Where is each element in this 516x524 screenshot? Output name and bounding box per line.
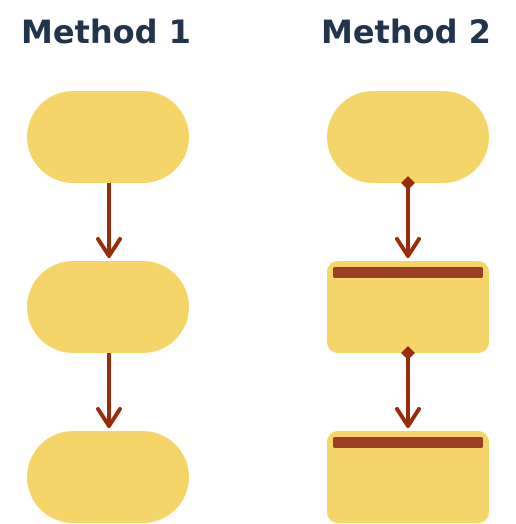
diamond-tail-icon (401, 176, 415, 190)
method-1-arrow-1 (96, 183, 122, 258)
method-2-card-2-band (333, 437, 483, 448)
method-2-card-1-band (333, 267, 483, 278)
method-1-node-3 (27, 431, 189, 523)
method-1-flow (27, 91, 189, 523)
method-1-title: Method 1 (21, 13, 191, 51)
method-2-card-2 (327, 431, 489, 523)
method-2-flow (327, 91, 489, 523)
method-2-card-1 (327, 261, 489, 353)
method-1-arrow-2 (96, 353, 122, 428)
method-1-node-2 (27, 261, 189, 353)
method-2-node-1 (327, 91, 489, 183)
method-1-node-1 (27, 91, 189, 183)
diamond-tail-icon (401, 346, 415, 360)
method-2-title: Method 2 (321, 13, 491, 51)
method-2-arrow-2 (395, 346, 421, 428)
method-2-arrow-1 (395, 176, 421, 258)
